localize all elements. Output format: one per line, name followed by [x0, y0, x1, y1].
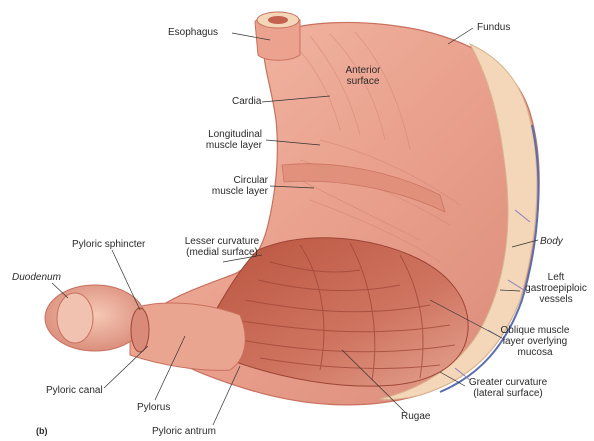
left-gastroepiploic-label-line3: vessels [520, 294, 592, 305]
left-gastroepiploic-label-line1: Left [520, 272, 592, 283]
greater-curvature-label-line1: Greater curvature [462, 377, 554, 388]
pyloric-antrum-label: Pyloric antrum [152, 426, 216, 437]
longitudinal-muscle-label-line1: Longitudinal [192, 129, 262, 140]
lesser-curvature-label-line2: (medial surface) [178, 247, 266, 258]
fundus-label: Fundus [477, 22, 510, 33]
esophagus-lumen [268, 16, 288, 24]
longitudinal-muscle-label: Longitudinal muscle layer [192, 129, 262, 151]
esophagus-label: Esophagus [168, 27, 218, 38]
figure-tag: (b) [36, 426, 48, 437]
circular-muscle-label-line1: Circular [200, 175, 268, 186]
pylorus-label: Pylorus [137, 402, 170, 413]
duodenum-label: Duodenum [12, 272, 61, 283]
left-gastroepiploic-label-line2: gastroepiploic [520, 283, 592, 294]
greater-curvature-label-line2: (lateral surface) [462, 388, 554, 399]
circular-muscle-label: Circular muscle layer [200, 175, 268, 197]
pyloric-sphincter [131, 308, 149, 352]
body-label: Body [540, 236, 563, 247]
rugae-label: Rugae [401, 411, 430, 422]
oblique-muscle-label-line2: layer overlying [495, 336, 575, 347]
pyloric-canal-label: Pyloric canal [46, 385, 103, 396]
duodenum-cut-end [57, 293, 93, 343]
lesser-curvature-label: Lesser curvature (medial surface) [178, 236, 266, 258]
pyloric-sphincter-label: Pyloric sphincter [72, 239, 145, 250]
lesser-curvature-label-line1: Lesser curvature [178, 236, 266, 247]
anterior-surface-label: Anterior surface [338, 65, 388, 87]
anterior-surface-label-line1: Anterior [338, 65, 388, 76]
greater-curvature-label: Greater curvature (lateral surface) [462, 377, 554, 399]
oblique-muscle-label-line1: Oblique muscle [495, 325, 575, 336]
oblique-muscle-label-line3: mucosa [495, 347, 575, 358]
circular-muscle-label-line2: muscle layer [200, 186, 268, 197]
left-gastroepiploic-label: Left gastroepiploic vessels [520, 272, 592, 305]
anterior-surface-label-line2: surface [338, 76, 388, 87]
cardia-label: Cardia [232, 96, 261, 107]
oblique-muscle-label: Oblique muscle layer overlying mucosa [495, 325, 575, 358]
longitudinal-muscle-label-line2: muscle layer [192, 140, 262, 151]
